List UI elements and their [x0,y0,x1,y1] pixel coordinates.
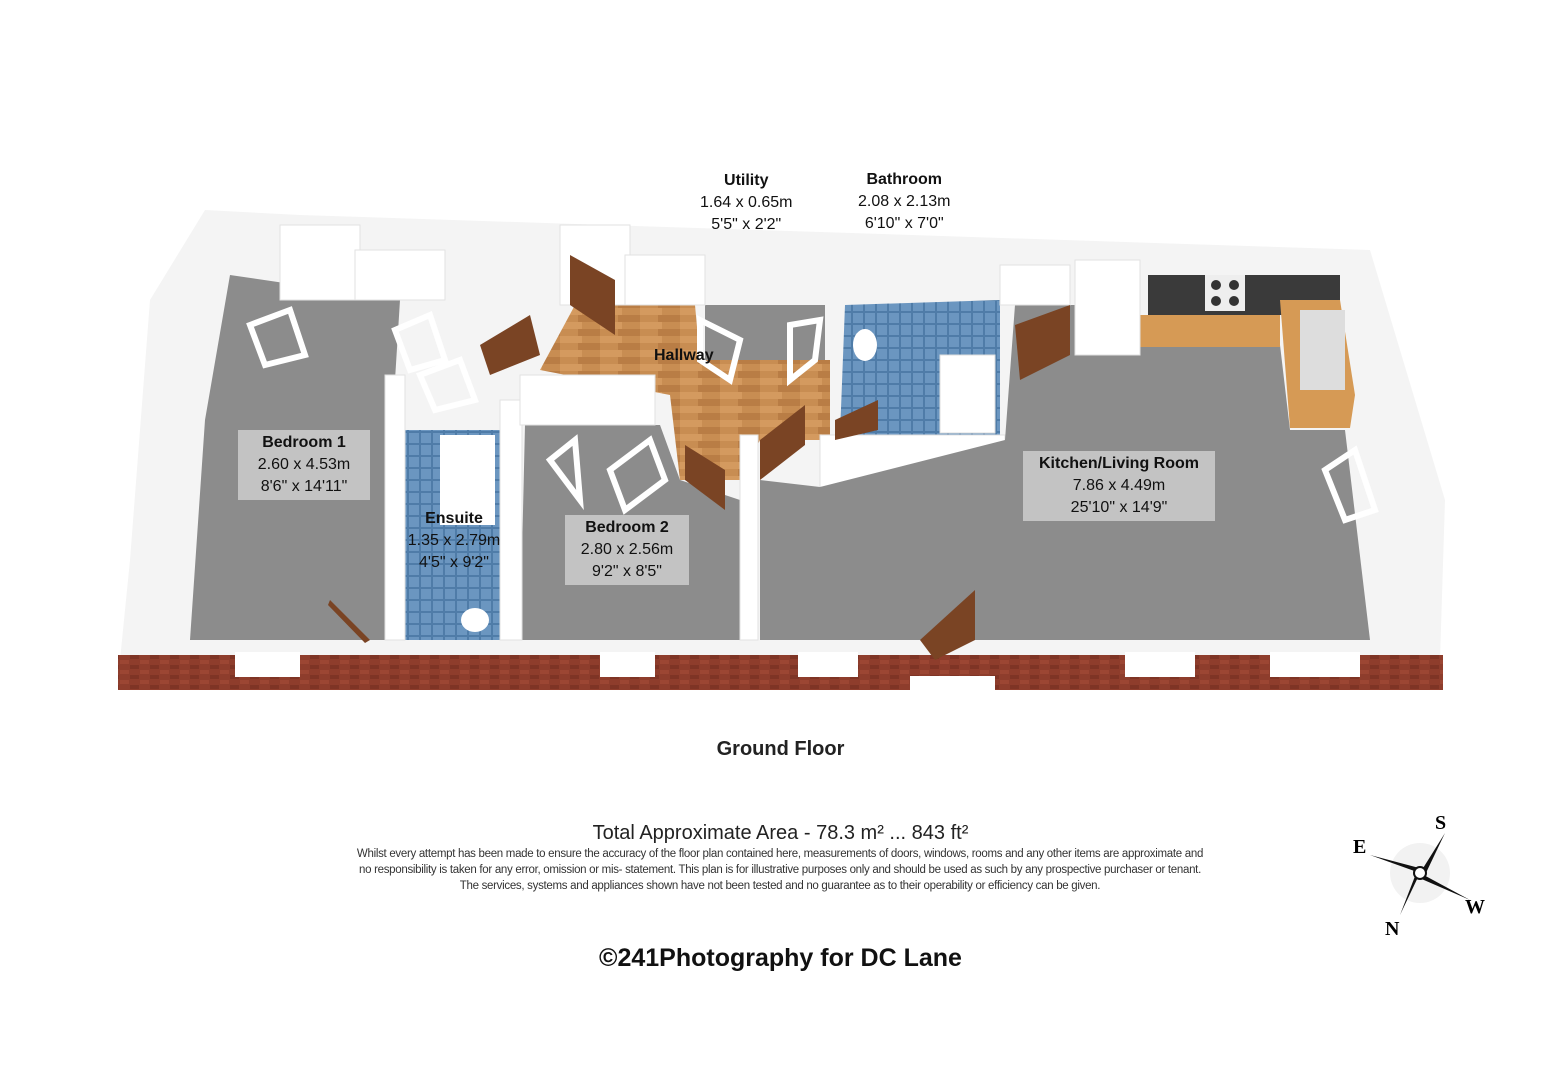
room-label-ensuite: Ensuite 1.35 x 2.79m 4'5" x 9'2" [394,508,514,574]
room-label-bedroom-1: Bedroom 1 2.60 x 4.53m 8'6" x 14'11" [238,430,370,500]
room-imperial: 4'5" x 9'2" [419,554,489,571]
floor-title: Ground Floor [716,738,845,760]
room-name: Bedroom 1 [262,434,346,451]
room-metric: 1.64 x 0.65m [700,194,793,211]
compass-n: N [1385,918,1400,940]
bath [939,354,996,434]
total-area: Total Approximate Area - 78.3 m² ... 843… [592,822,969,844]
disclaimer-line: no responsibility is taken for any error… [359,864,1201,876]
room-name: Kitchen/Living Room [1039,455,1199,472]
room-name: Bedroom 2 [585,519,669,536]
room-metric: 2.80 x 2.56m [580,541,674,558]
room-metric: 2.60 x 4.53m [257,456,351,473]
copyright-credit: ©241Photography for DC Lane [599,944,962,972]
doors [328,255,1070,660]
disclaimer-line: Whilst every attempt has been made to en… [356,848,1204,860]
room-metric: 7.86 x 4.49m [1072,477,1166,494]
room-imperial: 5'5" x 2'2" [711,216,782,233]
compass-w: W [1465,896,1485,918]
room-label-bedroom-2: Bedroom 2 2.80 x 2.56m 9'2" x 8'5" [565,515,689,585]
room-imperial: 9'2" x 8'5" [592,563,662,580]
disclaimer: Whilst every attempt has been made to en… [280,846,1280,894]
room-imperial: 6'10" x 7'0" [864,215,944,232]
room-name: Hallway [654,347,714,364]
room-metric: 1.35 x 2.79m [407,532,501,549]
front-windows [235,652,1360,690]
room-label-utility: Utility 1.64 x 0.65m 5'5" x 2'2" [700,170,793,236]
room-metric: 2.08 x 2.13m [858,193,951,210]
floor-plan [118,210,1445,690]
brick-front-wall [118,655,1443,690]
room-name: Ensuite [425,510,483,527]
room-label-kitchen-living: Kitchen/Living Room 7.86 x 4.49m 25'10" … [1023,451,1215,521]
compass-s: S [1435,812,1446,834]
hob-icon [1205,275,1245,311]
compass-icon: S E W N [1353,812,1485,940]
room-name: Bathroom [866,171,943,188]
toilet-icon [461,608,489,632]
compass-e: E [1353,836,1366,858]
disclaimer-line: The services, systems and appliances sho… [459,880,1101,892]
kitchen-cabinets [1140,315,1280,347]
room-label-hallway: Hallway [654,345,714,367]
room-imperial: 8'6" x 14'11" [260,478,348,495]
room-imperial: 25'10" x 14'9" [1070,499,1168,516]
internal-glazed-doors [246,306,1379,524]
room-label-bathroom: Bathroom 2.08 x 2.13m 6'10" x 7'0" [858,169,951,235]
room-name: Utility [724,172,769,189]
